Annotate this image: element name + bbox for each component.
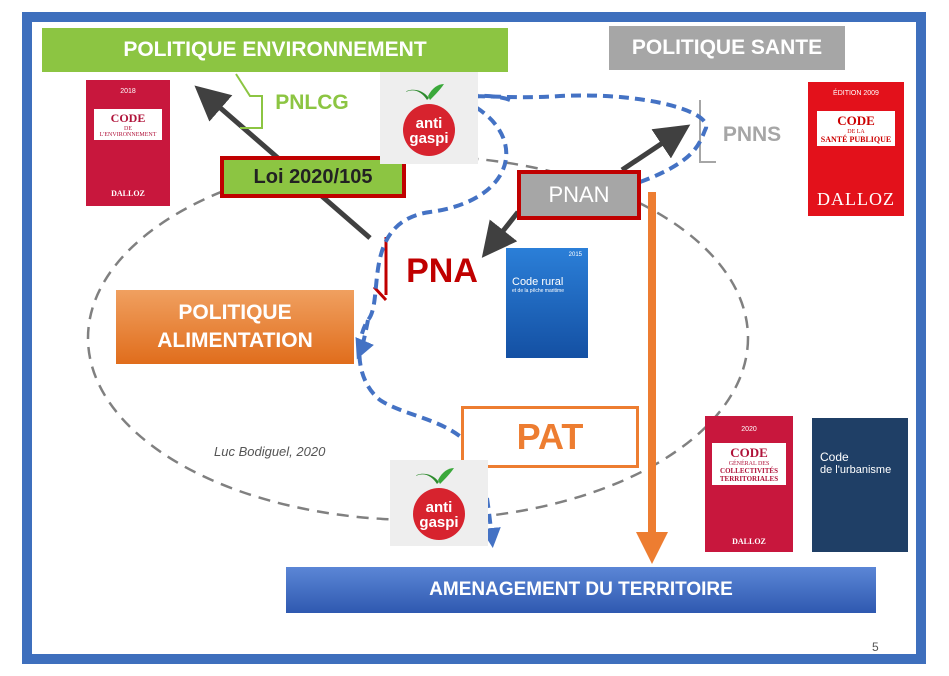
code-sante-book: ÉDITION 2009 CODE DE LA SANTÉ PUBLIQUE D…	[808, 82, 904, 216]
arrow-pnan-to-pna	[481, 210, 520, 258]
politique-alimentation-box: POLITIQUE ALIMENTATION	[116, 290, 354, 364]
pnns-bracket	[699, 100, 716, 163]
pna-label-box: PNA	[392, 244, 492, 298]
politique-alimentation-line2: ALIMENTATION	[157, 329, 313, 352]
pnns-label-box: PNNS	[710, 118, 794, 152]
pnlcg-label: PNLCG	[275, 91, 349, 114]
code-coll-title2: GÉNÉRAL DES	[728, 461, 770, 467]
code-sante-title3: SANTÉ PUBLIQUE	[820, 135, 892, 144]
politique-alimentation-line1: POLITIQUE	[178, 301, 292, 324]
amenagement-box: AMENAGEMENT DU TERRITOIRE	[286, 567, 876, 613]
code-urba-title2: de l'urbanisme	[820, 464, 892, 476]
code-coll-year: 2020	[741, 426, 757, 433]
page-number: 5	[872, 640, 879, 654]
code-collectivites-book: 2020 CODE GÉNÉRAL DES COLLECTIVITÉS TERR…	[705, 416, 793, 552]
antigaspi-logo-bottom: anti gaspi	[390, 460, 488, 546]
code-sante-title1: CODE	[837, 113, 875, 128]
loi-box: Loi 2020/105	[220, 156, 406, 198]
pat-label: PAT	[516, 416, 584, 457]
apple-icon	[413, 468, 465, 540]
code-sante-edition: ÉDITION 2009	[833, 90, 879, 97]
code-rural-title2: et de la pêche maritime	[512, 288, 564, 294]
code-coll-title3: COLLECTIVITÉS	[720, 467, 778, 475]
code-env-year: 2018	[120, 88, 136, 95]
politique-environnement-label: POLITIQUE ENVIRONNEMENT	[123, 38, 427, 61]
code-coll-publisher: DALLOZ	[732, 537, 766, 546]
politique-sante-box: POLITIQUE SANTE	[609, 26, 845, 70]
credit-text: Luc Bodiguel, 2020	[214, 444, 326, 459]
code-sante-publisher: DALLOZ	[817, 189, 895, 209]
code-rural-year: 2015	[568, 252, 582, 258]
antigaspi-bottom-line2: gaspi	[419, 514, 459, 531]
code-coll-title1: CODE	[730, 445, 768, 460]
code-rural-book: 2015 Code rural et de la pêche maritime	[506, 248, 588, 358]
politique-environnement-box: POLITIQUE ENVIRONNEMENT	[42, 28, 508, 72]
pnlcg-bracket	[235, 73, 263, 129]
antigaspi-dashed-path-4	[355, 319, 374, 360]
antigaspi-bottom-line1: anti	[425, 499, 453, 516]
apple-icon	[403, 84, 455, 156]
loi-label: Loi 2020/105	[253, 165, 373, 188]
pnns-label: PNNS	[722, 123, 782, 146]
code-env-publisher: DALLOZ	[111, 189, 145, 198]
antigaspi-top-line2: gaspi	[409, 130, 449, 147]
code-sante-title2: DE LA	[847, 129, 865, 135]
code-env-title2: DE	[124, 126, 132, 132]
pnlcg-label-box: PNLCG	[262, 86, 362, 120]
code-urba-title1: Code	[820, 450, 849, 464]
pnan-label: PNAN	[548, 182, 610, 207]
code-env-title1: CODE	[110, 111, 146, 125]
antigaspi-logo-top: anti gaspi	[380, 72, 478, 164]
politique-sante-label: POLITIQUE SANTE	[631, 36, 823, 59]
code-environnement-book: 2018 CODE DE L'ENVIRONNEMENT DALLOZ	[86, 80, 170, 206]
pna-red-tick	[372, 285, 388, 302]
pnan-box: PNAN	[517, 170, 641, 220]
amenagement-label: AMENAGEMENT DU TERRITOIRE	[429, 579, 733, 600]
pna-label: PNA	[406, 251, 478, 290]
pat-box: PAT	[461, 406, 639, 468]
code-coll-title4: TERRITORIALES	[719, 475, 779, 483]
code-urbanisme-book: Code de l'urbanisme	[812, 418, 908, 552]
antigaspi-top-line1: anti	[415, 115, 443, 132]
code-env-title3: L'ENVIRONNEMENT	[99, 132, 157, 138]
code-rural-title1: Code rural	[512, 276, 564, 288]
arrow-pnan-to-pnns	[620, 124, 691, 173]
